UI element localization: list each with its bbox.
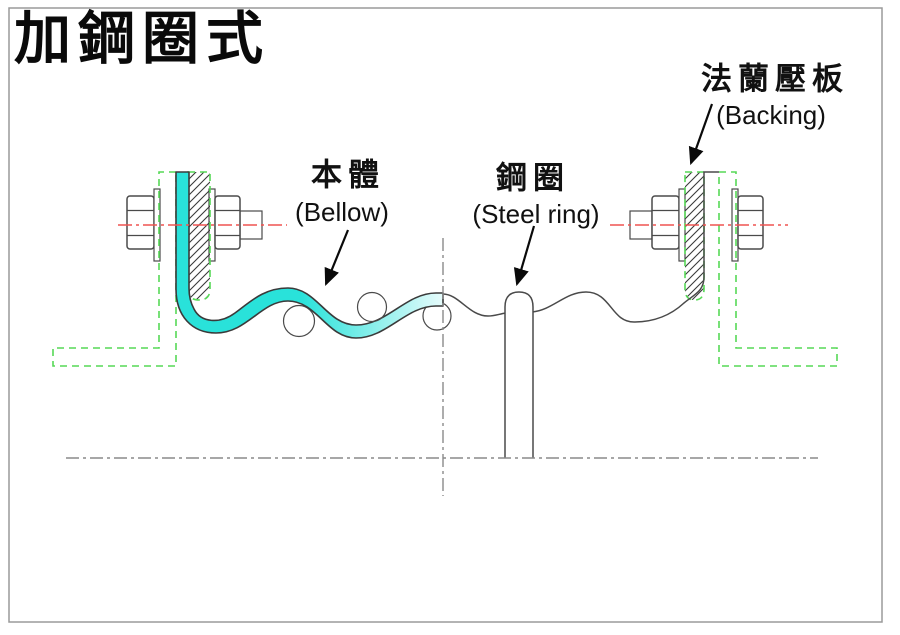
right-pipe-flange-hidden (718, 171, 838, 367)
left-pipe-flange-hidden (52, 171, 177, 367)
steel-ring-label-zh: 鋼圈 (496, 160, 570, 197)
left-backing-plate (187, 171, 211, 301)
backing-leader-arrow (688, 103, 714, 166)
backing-label-zh: 法蘭壓板 (701, 61, 849, 98)
bellow-leader-arrow (324, 229, 350, 287)
diagram-title: 加鋼圈式 (14, 5, 270, 72)
steel-ring-circle-top (356, 291, 388, 323)
steel-ring-tube (504, 291, 534, 458)
steel-ring-leader-arrow (513, 225, 536, 287)
bellow-profile-right (442, 171, 719, 323)
bellow-label-zh: 本體 (311, 157, 385, 194)
page-border (8, 7, 883, 623)
backing-label-en: (Backing) (716, 100, 826, 130)
right-backing-plate (684, 171, 705, 301)
steel-ring-label-en: (Steel ring) (472, 199, 600, 229)
bellow-band (175, 171, 444, 339)
bellow-label-en: (Bellow) (295, 197, 389, 227)
